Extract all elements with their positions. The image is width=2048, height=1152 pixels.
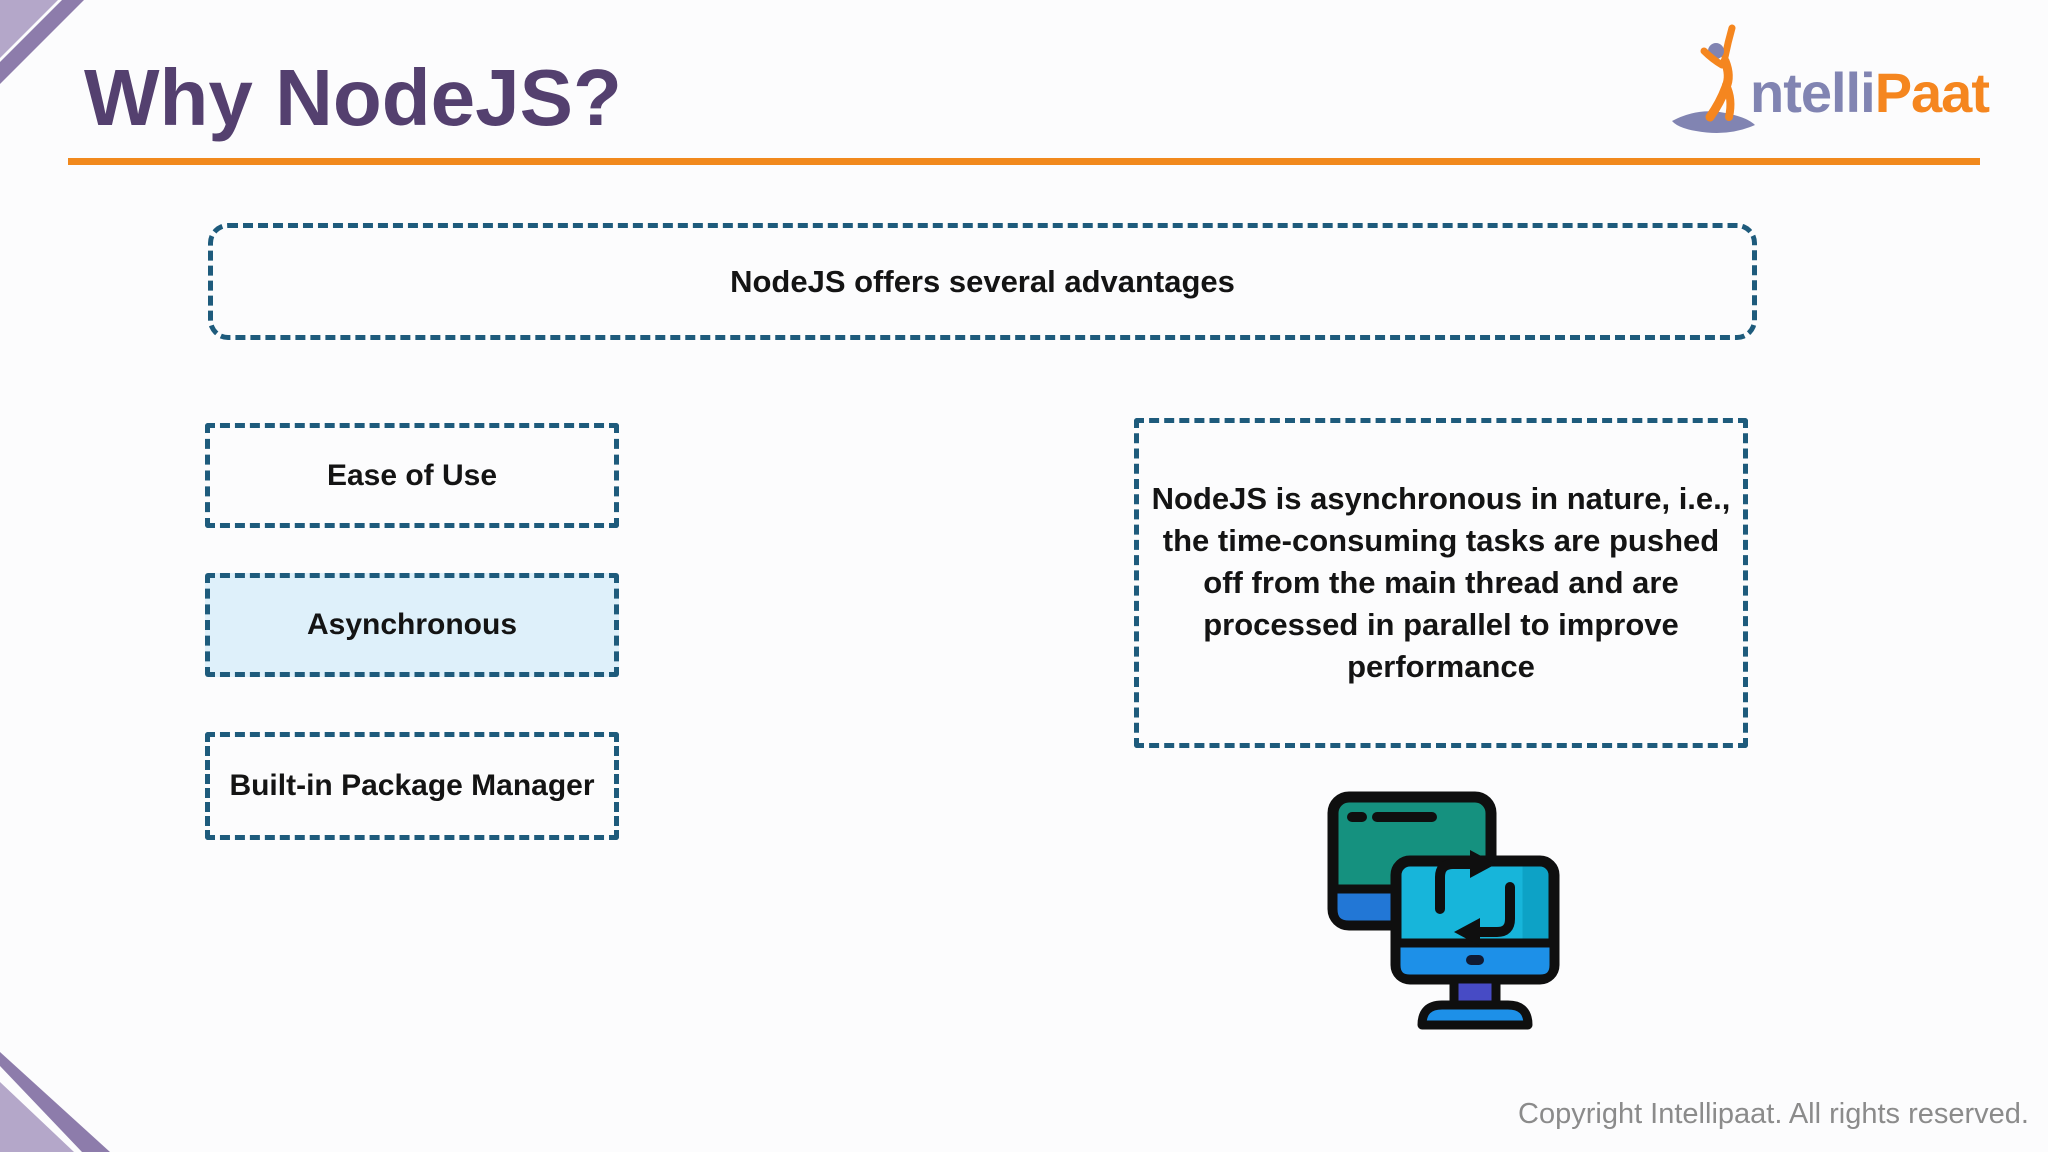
detail-text-line: performance	[1347, 649, 1535, 684]
detail-text-line: NodeJS is asynchronous in nature, i.e.,	[1151, 481, 1731, 516]
advantage-box-asynchronous: Asynchronous	[205, 573, 619, 677]
corner-triangle-bottom-left	[0, 1082, 74, 1152]
banner-text: NodeJS offers several advantages	[730, 263, 1235, 299]
copyright-text: Copyright Intellipaat. All rights reserv…	[1518, 1098, 2029, 1130]
advantage-label: Asynchronous	[306, 608, 518, 641]
corner-stripe-bottom-left	[0, 1052, 110, 1152]
page-title: Why NodeJS?	[84, 53, 622, 142]
detail-box: NodeJS is asynchronous in nature, i.e., …	[1134, 418, 1748, 748]
detail-text-line: off from the main thread and are	[1203, 565, 1679, 600]
title-underline	[68, 158, 1980, 165]
banner-box: NodeJS offers several advantages	[208, 223, 1757, 340]
advantage-label: Built-in Package Manager	[229, 769, 595, 802]
logo-wordmark: ntelliPaat	[1750, 60, 1990, 125]
detail-text-line: the time-consuming tasks are pushed	[1162, 523, 1720, 558]
two-monitors-sync-icon	[1327, 791, 1560, 1030]
logo-text-primary: ntelli	[1750, 61, 1876, 124]
corner-triangle-top-left	[0, 0, 58, 58]
detail-text-line: processed in parallel to improve	[1203, 607, 1679, 642]
intellipaat-logo: ntelliPaat	[1668, 24, 1998, 142]
leaping-person-icon	[1672, 24, 1755, 133]
advantage-label: Ease of Use	[326, 458, 498, 492]
advantage-box-ease-of-use: Ease of Use	[205, 423, 619, 528]
corner-stripe-top-left	[0, 0, 84, 84]
logo-text-secondary: Paat	[1874, 61, 1990, 124]
advantage-box-package-manager: Built-in Package Manager	[205, 732, 619, 840]
